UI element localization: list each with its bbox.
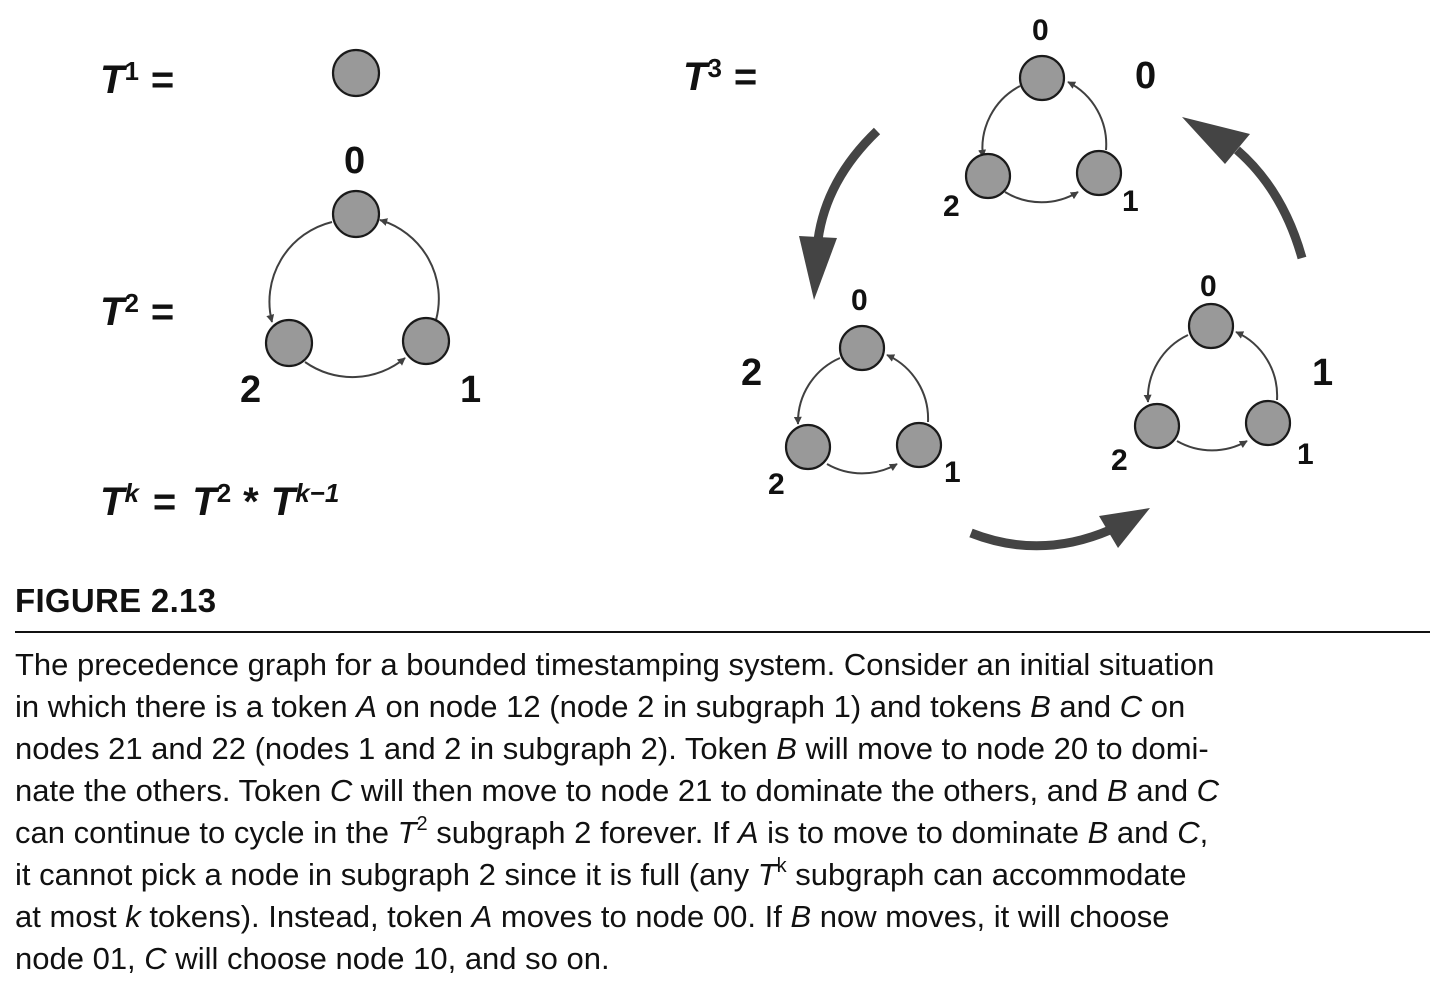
t3-0-node-2 (964, 152, 1012, 200)
t3-0-label-0: 0 (1032, 14, 1049, 47)
t3-1-label-0: 0 (1200, 270, 1217, 303)
t3-2-edge-1-to-0 (886, 354, 930, 423)
t3-2-node-1 (895, 421, 943, 469)
t2-graph: 0 1 2 (240, 140, 481, 411)
t3-1-node-1 (1244, 399, 1292, 447)
t3-2-edge-0-to-2 (793, 357, 841, 425)
figure-label: FIGURE 2.13 (15, 582, 217, 619)
t3-1-edge-1-to-0 (1235, 331, 1279, 401)
t3-subgraph-0: 0 1 2 0 (943, 14, 1156, 223)
t3-2-edge-2-to-1 (826, 463, 898, 475)
cycle-arrow-left-to-right (969, 508, 1150, 551)
t2-node-1 (401, 316, 451, 366)
t3-subgraph-label-2: 2 (741, 352, 762, 394)
t3-0-node-1 (1075, 149, 1123, 197)
t3-1-node-2 (1133, 402, 1181, 450)
t3-2-node-0 (838, 324, 886, 372)
caption-line: nodes 21 and 22 (nodes 1 and 2 in subgra… (15, 731, 1209, 766)
t3-1-edge-2-to-1 (1176, 440, 1248, 452)
t3-2-label-2: 2 (768, 468, 785, 501)
caption-line: The precedence graph for a bounded times… (15, 647, 1215, 682)
t3-2-node-2 (784, 423, 832, 471)
caption-line: can continue to cycle in the T2 subgraph… (15, 812, 1209, 850)
t3-0-label-2: 2 (943, 190, 960, 223)
equation-t2: T2= (100, 288, 174, 334)
t3-subgraph-label-0: 0 (1135, 55, 1156, 97)
precedence-graph-figure: T1= T2= 0 1 2 Tk=T2*Tk−1 T3= 0 1 2 0 (100, 14, 1333, 551)
t3-subgraph-1: 0 1 2 1 (1111, 270, 1333, 477)
t3-2-label-1: 1 (944, 456, 961, 489)
t3-1-label-2: 2 (1111, 444, 1128, 477)
caption-line: node 01, C will choose node 10, and so o… (15, 941, 610, 976)
cycle-arrow-top-to-left (799, 127, 881, 300)
t1-node (331, 48, 381, 98)
cycle-arrow-right-to-top (1182, 117, 1307, 260)
caption-divider (15, 631, 1430, 633)
t3-0-label-1: 1 (1122, 185, 1139, 218)
equation-t1: T1= (100, 56, 174, 102)
t3-0-edge-0-to-2 (978, 85, 1021, 158)
t3-0-edge-2-to-1 (1004, 191, 1079, 204)
t3-2-label-0: 0 (851, 284, 868, 317)
t2-label-2: 2 (240, 369, 261, 411)
t2-label-0: 0 (344, 140, 365, 182)
t3-0-node-0 (1018, 54, 1066, 102)
t2-label-1: 1 (460, 369, 481, 411)
caption-line: it cannot pick a node in subgraph 2 sinc… (15, 854, 1187, 892)
equation-tk: Tk=T2*Tk−1 (100, 478, 339, 524)
t2-edge-2-to-1 (304, 357, 406, 379)
t2-edge-1-to-0 (379, 218, 440, 321)
caption-line: at most k tokens). Instead, token A move… (15, 899, 1170, 934)
t3-1-label-1: 1 (1297, 438, 1314, 471)
caption-line: nate the others. Token C will then move … (15, 773, 1220, 808)
t3-0-edge-1-to-0 (1067, 81, 1108, 151)
t3-subgraph-2: 0 1 2 2 (741, 284, 961, 501)
t2-node-0 (331, 189, 381, 239)
t3-subgraph-label-1: 1 (1312, 352, 1333, 394)
t3-1-node-0 (1187, 302, 1235, 350)
caption-line: in which there is a token A on node 12 (… (15, 689, 1186, 724)
equation-t3: T3= (683, 53, 757, 99)
t2-node-2 (264, 318, 314, 368)
t3-1-edge-0-to-2 (1143, 334, 1189, 403)
figure-caption: The precedence graph for a bounded times… (15, 644, 1430, 980)
t2-edge-0-to-2 (266, 221, 333, 323)
